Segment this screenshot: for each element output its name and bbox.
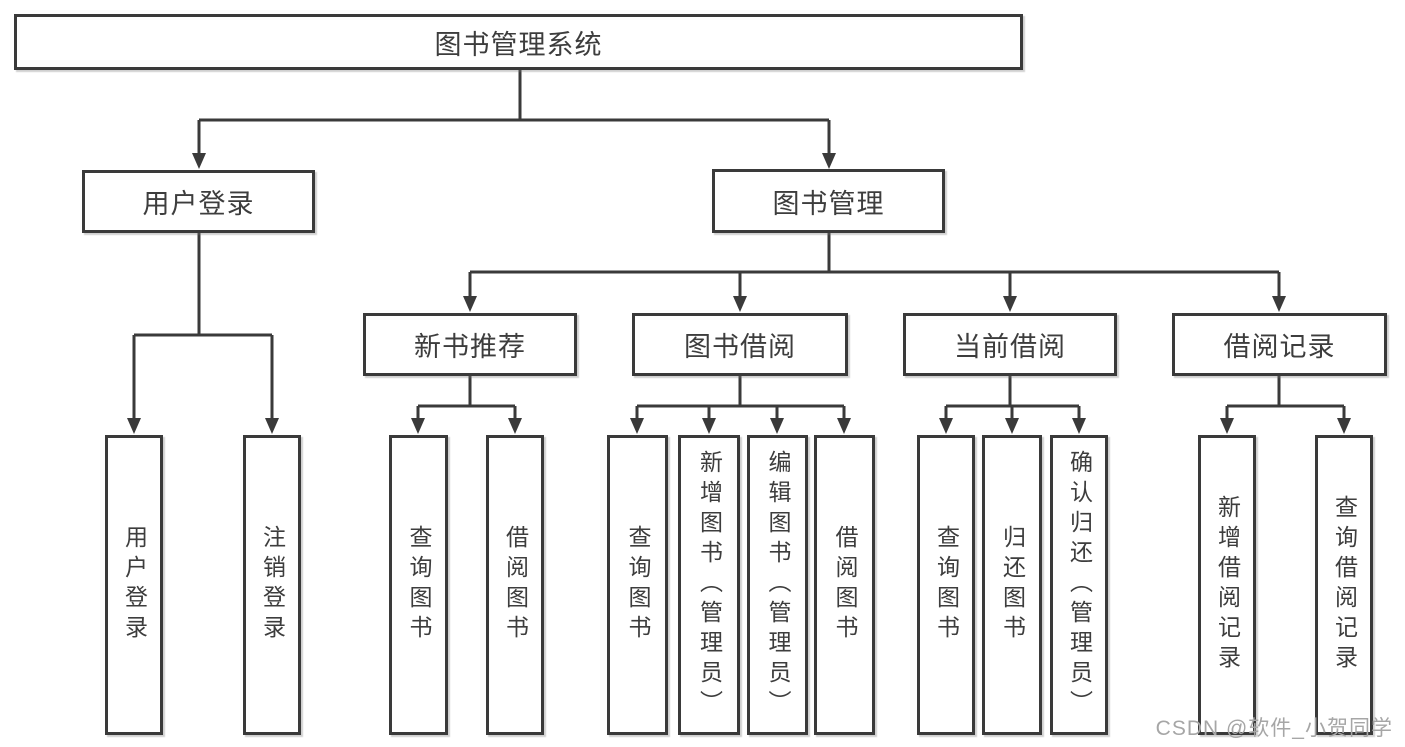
node-new-book-recommend: 新书推荐 bbox=[363, 313, 577, 376]
leaf-current-return-book-label: 归还图书 bbox=[999, 525, 1026, 645]
csdn-watermark: CSDN @软件_小贺同学 bbox=[1155, 717, 1393, 740]
node-book-borrow: 图书借阅 bbox=[632, 313, 848, 376]
node-book-management-label: 图书管理 bbox=[772, 188, 885, 219]
leaf-current-confirm-return-admin-label: 确认归还（管理员） bbox=[1066, 450, 1093, 720]
leaf-user-login-label: 用户登录 bbox=[121, 525, 148, 645]
node-root-label: 图书管理系统 bbox=[434, 29, 603, 60]
leaf-borrow-edit-book-admin-label: 编辑图书（管理员） bbox=[765, 450, 791, 720]
leaf-current-confirm-return-admin: 确认归还（管理员） bbox=[1050, 435, 1108, 735]
node-book-borrow-label: 图书借阅 bbox=[684, 332, 796, 362]
leaf-borrow-query-book-label: 查询图书 bbox=[625, 525, 651, 645]
leaf-current-query-book-label: 查询图书 bbox=[933, 525, 960, 645]
leaf-logout: 注销登录 bbox=[243, 435, 301, 735]
leaf-records-add-record-label: 新增借阅记录 bbox=[1214, 495, 1241, 675]
node-borrow-records: 借阅记录 bbox=[1172, 313, 1387, 376]
leaf-borrow-borrow-book-label: 借阅图书 bbox=[832, 525, 858, 645]
node-user-login: 用户登录 bbox=[82, 170, 315, 233]
leaf-user-login: 用户登录 bbox=[105, 435, 163, 735]
leaf-borrow-add-book-admin-label: 新增图书（管理员） bbox=[696, 450, 723, 720]
node-current-borrow-label: 当前借阅 bbox=[954, 332, 1066, 362]
node-user-login-label: 用户登录 bbox=[142, 189, 255, 219]
leaf-newbooks-borrow-book-label: 借阅图书 bbox=[502, 525, 529, 645]
node-root: 图书管理系统 bbox=[14, 14, 1023, 70]
leaf-logout-label: 注销登录 bbox=[259, 525, 286, 645]
node-current-borrow: 当前借阅 bbox=[903, 313, 1117, 376]
leaf-current-return-book: 归还图书 bbox=[982, 435, 1042, 735]
leaf-newbooks-borrow-book: 借阅图书 bbox=[486, 435, 544, 735]
leaf-current-query-book: 查询图书 bbox=[917, 435, 975, 735]
leaf-borrow-edit-book-admin: 编辑图书（管理员） bbox=[747, 435, 808, 735]
leaf-borrow-borrow-book: 借阅图书 bbox=[814, 435, 875, 735]
leaf-newbooks-query-book: 查询图书 bbox=[389, 435, 448, 735]
leaf-newbooks-query-book-label: 查询图书 bbox=[406, 525, 432, 645]
leaf-records-query-record: 查询借阅记录 bbox=[1315, 435, 1373, 735]
leaf-borrow-add-book-admin: 新增图书（管理员） bbox=[678, 435, 740, 735]
node-book-management: 图书管理 bbox=[712, 169, 945, 233]
leaf-records-query-record-label: 查询借阅记录 bbox=[1331, 495, 1358, 675]
node-borrow-records-label: 借阅记录 bbox=[1223, 332, 1336, 362]
node-new-book-recommend-label: 新书推荐 bbox=[414, 332, 526, 362]
leaf-records-add-record: 新增借阅记录 bbox=[1198, 435, 1256, 735]
leaf-borrow-query-book: 查询图书 bbox=[607, 435, 668, 735]
